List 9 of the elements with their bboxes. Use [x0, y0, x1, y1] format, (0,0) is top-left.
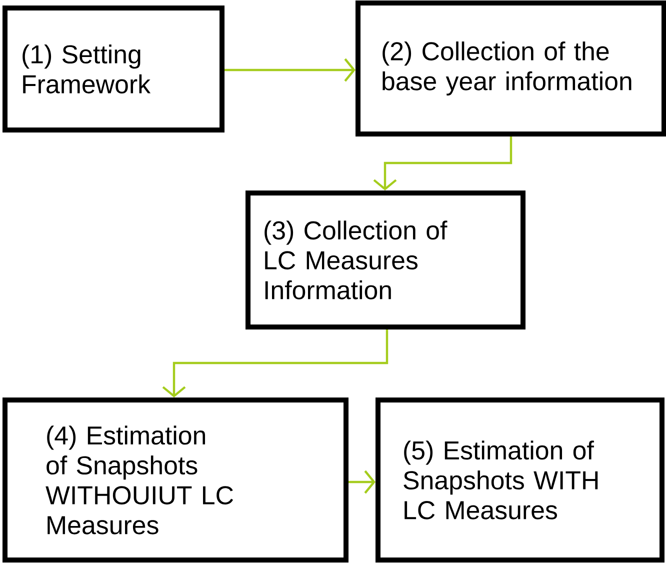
process-box: (1) Setting Framework	[2, 6, 224, 132]
process-box: (5) Estimation of Snapshots WITH LC Measures	[376, 398, 664, 562]
process-box: (2) Collection of the base year information	[356, 0, 666, 136]
process-box: (4) Estimation of Snapshots WITHOUIUT LC Measures	[2, 398, 348, 562]
arrow	[224, 58, 356, 82]
arrow	[373, 136, 512, 190]
process-box: (3) Collection of LC Measures Information	[246, 190, 526, 330]
arrow	[162, 330, 388, 398]
arrow	[348, 470, 376, 494]
